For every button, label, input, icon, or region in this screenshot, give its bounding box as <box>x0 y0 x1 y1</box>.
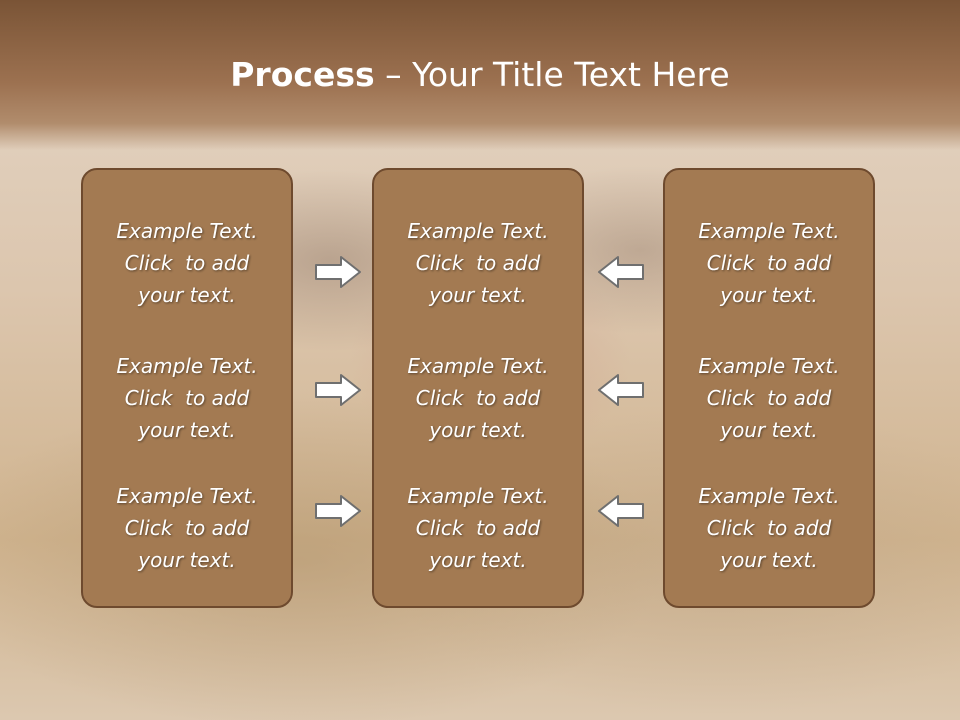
text-line: Example Text. <box>698 354 840 378</box>
text-line: Example Text. <box>698 219 840 243</box>
text-line: your text. <box>429 418 527 442</box>
text-line: Click to add <box>124 386 250 410</box>
left-arrow-icon[interactable] <box>596 493 646 529</box>
text-line: Example Text. <box>116 219 258 243</box>
text-line: your text. <box>138 548 236 572</box>
title-rest: – Your Title Text Here <box>374 55 730 94</box>
panel-left[interactable]: Example Text. Click to add your text. Ex… <box>81 168 293 608</box>
panel-center[interactable]: Example Text. Click to add your text. Ex… <box>372 168 584 608</box>
text-line: your text. <box>720 418 818 442</box>
text-line: Example Text. <box>407 354 549 378</box>
text-line: your text. <box>138 418 236 442</box>
text-line: Example Text. <box>407 484 549 508</box>
text-block[interactable]: Example Text. Click to add your text. <box>83 215 291 311</box>
text-line: Click to add <box>415 516 541 540</box>
right-arrow-icon[interactable] <box>313 493 363 529</box>
text-block[interactable]: Example Text. Click to add your text. <box>83 480 291 576</box>
text-line: Example Text. <box>116 484 258 508</box>
text-line: Example Text. <box>407 219 549 243</box>
text-block[interactable]: Example Text. Click to add your text. <box>374 350 582 446</box>
text-line: Click to add <box>706 386 832 410</box>
text-line: Click to add <box>124 251 250 275</box>
text-block[interactable]: Example Text. Click to add your text. <box>665 215 873 311</box>
text-line: Click to add <box>415 386 541 410</box>
text-line: Click to add <box>706 251 832 275</box>
text-block[interactable]: Example Text. Click to add your text. <box>374 215 582 311</box>
text-line: Click to add <box>415 251 541 275</box>
text-line: your text. <box>138 283 236 307</box>
text-block[interactable]: Example Text. Click to add your text. <box>665 480 873 576</box>
text-block[interactable]: Example Text. Click to add your text. <box>83 350 291 446</box>
right-arrow-icon[interactable] <box>313 254 363 290</box>
text-line: Example Text. <box>698 484 840 508</box>
title-bold: Process <box>230 55 375 94</box>
text-line: Click to add <box>706 516 832 540</box>
text-line: your text. <box>429 548 527 572</box>
right-arrow-icon[interactable] <box>313 372 363 408</box>
panel-right[interactable]: Example Text. Click to add your text. Ex… <box>663 168 875 608</box>
text-line: your text. <box>429 283 527 307</box>
text-line: Example Text. <box>116 354 258 378</box>
text-line: your text. <box>720 548 818 572</box>
text-line: Click to add <box>124 516 250 540</box>
text-block[interactable]: Example Text. Click to add your text. <box>374 480 582 576</box>
text-line: your text. <box>720 283 818 307</box>
slide-title[interactable]: Process – Your Title Text Here <box>0 52 960 98</box>
left-arrow-icon[interactable] <box>596 254 646 290</box>
left-arrow-icon[interactable] <box>596 372 646 408</box>
title-band <box>0 0 960 150</box>
text-block[interactable]: Example Text. Click to add your text. <box>665 350 873 446</box>
